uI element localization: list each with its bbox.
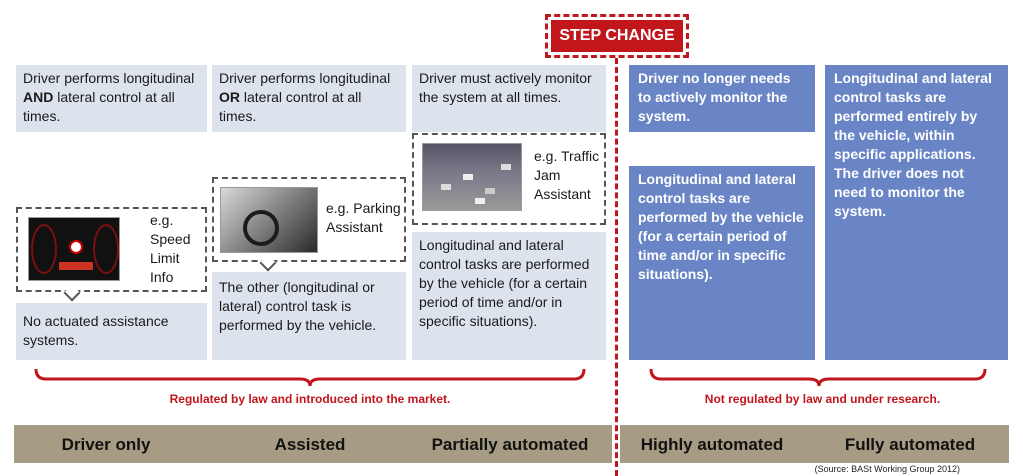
not-regulated-bracket bbox=[649, 368, 987, 387]
speed-limit-example-label: e.g. Speed Limit Info bbox=[150, 212, 191, 285]
level-driver-only: Driver only bbox=[61, 435, 151, 454]
speed-limit-callout-pointer bbox=[63, 284, 81, 302]
assisted-desc-post: lateral control at all times. bbox=[219, 89, 362, 124]
steering-wheel-icon bbox=[243, 210, 279, 246]
level-highly-automated: Highly automated bbox=[640, 435, 784, 454]
high-description: Driver no longer needs to actively monit… bbox=[629, 65, 815, 132]
not-regulated-label: Not regulated by law and under research. bbox=[704, 392, 941, 406]
step-change-label: STEP CHANGE bbox=[551, 20, 683, 52]
gauge-left-icon bbox=[31, 224, 57, 274]
regulated-bracket-line bbox=[34, 368, 586, 387]
car-icon bbox=[475, 198, 485, 204]
driver-only-desc-post: lateral control at all times. bbox=[23, 89, 175, 124]
high-system-note: Longitudinal and lateral control tasks a… bbox=[629, 166, 815, 360]
speed-limit-example: e.g. Speed Limit Info bbox=[16, 207, 207, 302]
partial-description: Driver must actively monitor the system … bbox=[412, 65, 606, 132]
car-icon bbox=[501, 164, 511, 170]
gauge-right-icon bbox=[93, 224, 119, 274]
level-partially-automated: Partially automated bbox=[431, 435, 589, 454]
parking-cockpit-image bbox=[220, 187, 318, 253]
dashboard-cluster-image bbox=[28, 217, 120, 281]
assisted-description: Driver performs longitudinal OR lateral … bbox=[212, 65, 406, 132]
not-regulated-bracket-line bbox=[649, 368, 987, 387]
level-fully-automated: Fully automated bbox=[844, 435, 976, 454]
parking-example-label: e.g. Parking Assistant bbox=[326, 200, 401, 235]
source-note: (Source: BASt Working Group 2012) bbox=[814, 464, 960, 474]
cluster-readout-icon bbox=[59, 262, 93, 270]
driver-only-system-note: No actuated assistance systems. bbox=[16, 303, 207, 360]
assisted-system-note: The other (longitudinal or lateral) cont… bbox=[212, 272, 406, 360]
automation-level-bar-right bbox=[620, 425, 1009, 463]
traffic-jam-example: e.g. Traffic Jam Assistant bbox=[412, 133, 606, 225]
full-description: Longitudinal and lateral control tasks a… bbox=[825, 65, 1008, 360]
traffic-jam-example-label: e.g. Traffic Jam Assistant bbox=[534, 148, 600, 202]
driver-only-desc-pre: Driver performs longitudinal bbox=[23, 70, 195, 86]
level-assisted: Assisted bbox=[274, 435, 346, 454]
assisted-desc-bold: OR bbox=[219, 89, 240, 105]
step-change-divider bbox=[615, 58, 618, 476]
partial-system-note: Longitudinal and lateral control tasks a… bbox=[412, 232, 606, 360]
car-icon bbox=[485, 188, 495, 194]
parking-example: e.g. Parking Assistant bbox=[212, 177, 406, 272]
assisted-desc-pre: Driver performs longitudinal bbox=[219, 70, 391, 86]
car-icon bbox=[463, 174, 473, 180]
car-icon bbox=[441, 184, 451, 190]
driver-only-desc-bold: AND bbox=[23, 89, 54, 105]
regulated-label: Regulated by law and introduced into the… bbox=[169, 392, 451, 406]
speed-sign-icon bbox=[69, 240, 83, 254]
automation-level-bar-left bbox=[14, 425, 612, 463]
driver-only-description: Driver performs longitudinal AND lateral… bbox=[16, 65, 207, 132]
traffic-jam-image bbox=[422, 143, 522, 211]
parking-callout-pointer bbox=[259, 254, 277, 272]
regulated-bracket bbox=[34, 368, 586, 387]
